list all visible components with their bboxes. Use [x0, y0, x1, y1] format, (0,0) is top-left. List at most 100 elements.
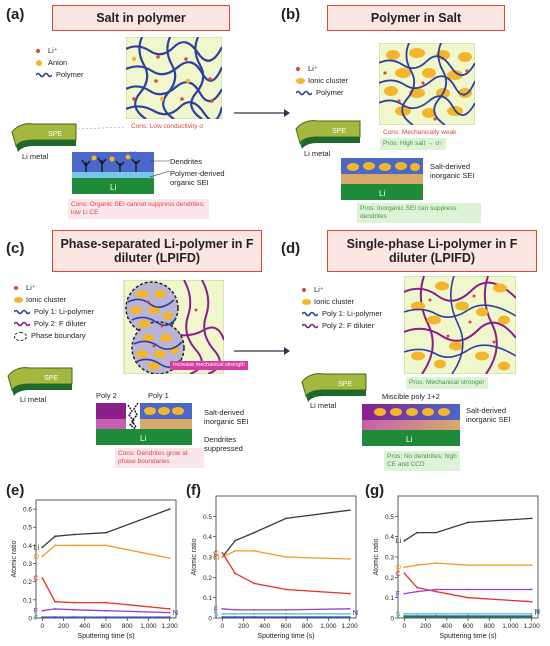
- data-point: [221, 613, 224, 615]
- data-point: [530, 616, 533, 618]
- panel-b-cons-top: Cons: Mechanically weak: [383, 129, 457, 136]
- y-tick-label: 0.1: [203, 595, 212, 602]
- panel-a-zoom-lines: [78, 127, 139, 158]
- panel-a-polymer-network: [126, 37, 222, 119]
- x-tick-label: 200: [238, 623, 249, 630]
- data-point: [403, 566, 406, 569]
- panel-a-sei: Polymer-derived organic SEI: [170, 169, 225, 187]
- data-point: [234, 539, 236, 542]
- y-tick-label: 0.4: [23, 543, 32, 550]
- series-label-li: Li: [213, 553, 219, 562]
- y-axis-label: Atomic ratio: [191, 538, 198, 575]
- panel-a-legend: Li⁺ Anion Polymer: [36, 45, 84, 81]
- series-label-f: F: [395, 589, 400, 598]
- data-point: [41, 609, 44, 612]
- x-tick-label: 200: [58, 623, 69, 630]
- data-point: [105, 609, 107, 612]
- x-tick-label: 800: [302, 623, 313, 630]
- data-point: [73, 608, 76, 611]
- series-label-c: C: [395, 569, 401, 578]
- series-label-p: P: [535, 608, 540, 617]
- data-point: [41, 616, 44, 618]
- x-axis-label: Sputtering time (s): [77, 633, 134, 640]
- data-point: [54, 600, 56, 603]
- data-point: [253, 613, 256, 615]
- y-axis-label: Atomic ratio: [373, 538, 380, 575]
- x-tick-label: 1,200: [161, 623, 178, 630]
- x-tick-label: 400: [79, 623, 90, 630]
- data-point: [467, 564, 469, 567]
- y-tick-label: 0.1: [385, 595, 394, 602]
- x-tick-label: 600: [463, 623, 474, 630]
- data-point: [41, 555, 44, 558]
- ionic-cluster-icon: [302, 299, 311, 305]
- data-point: [416, 586, 418, 589]
- data-point: [530, 600, 533, 603]
- y-tick-label: 0.4: [385, 534, 394, 541]
- series-label-s: S: [33, 613, 38, 622]
- data-point: [467, 588, 469, 591]
- panel-a-pointer-lines: [150, 160, 171, 178]
- data-point: [168, 616, 171, 618]
- y-tick-label: 0.2: [203, 575, 212, 582]
- panel-b-pros-bottom: Pros: Inorganic SEI can suppress dendrit…: [357, 203, 481, 223]
- panel-c-title: Phase-separated Li-polymer in F diluter …: [52, 230, 262, 272]
- data-point: [253, 550, 256, 552]
- panel-c-dendrites: Dendrites suppressed: [204, 435, 243, 453]
- panel-b-label: (b): [281, 6, 301, 23]
- y-tick-label: 0.3: [203, 555, 212, 562]
- data-point: [73, 533, 76, 536]
- panel-b-li-metal: Li metal: [304, 149, 331, 158]
- data-point: [285, 517, 287, 520]
- spe-label: SPE: [332, 128, 346, 135]
- panel-d-li-metal: Li metal: [310, 401, 337, 410]
- panel-b-spe-layer: SPE: [295, 120, 361, 149]
- data-point: [105, 616, 107, 618]
- chart-f-label: (f): [186, 482, 201, 499]
- chart-e-label: (e): [6, 482, 25, 499]
- x-tick-label: 1,000: [502, 623, 519, 630]
- data-point: [221, 616, 224, 618]
- y-tick-label: 0.1: [23, 597, 32, 604]
- y-tick-label: 0: [390, 616, 394, 623]
- data-point: [435, 616, 438, 618]
- series-label-o: O: [395, 563, 401, 572]
- data-point: [530, 588, 533, 591]
- series-label-n: N: [173, 608, 178, 617]
- x-tick-label: 1,000: [140, 623, 157, 630]
- li-label: Li: [140, 434, 146, 443]
- data-point: [403, 616, 406, 618]
- x-tick-label: 1,200: [523, 623, 540, 630]
- data-point: [435, 590, 438, 593]
- panel-c-spe-layer: SPE: [7, 367, 73, 396]
- panel-d-network: [404, 276, 516, 374]
- y-tick-label: 0.5: [23, 525, 32, 532]
- panel-b-pros-top: Pros: High salt → σ↑: [380, 138, 446, 150]
- panel-c-li-metal: Li metal: [20, 395, 47, 404]
- data-point: [221, 552, 224, 554]
- li-label: Li: [379, 189, 385, 198]
- x-tick-label: 600: [101, 623, 112, 630]
- series-label-o: O: [213, 553, 219, 562]
- data-point: [73, 601, 76, 604]
- x-axis-label: Sputtering time (s): [257, 633, 314, 640]
- data-point: [403, 613, 406, 615]
- x-axis-label: Sputtering time (s): [439, 633, 496, 640]
- x-tick-label: 800: [484, 623, 495, 630]
- data-point: [285, 608, 287, 611]
- data-point: [168, 557, 171, 559]
- data-point: [416, 590, 418, 593]
- data-point: [234, 613, 236, 615]
- panel-a-spe-layer: SPE: [11, 123, 77, 152]
- arrow1-icon: [234, 109, 290, 117]
- y-tick-label: 0: [208, 616, 212, 623]
- data-point: [403, 592, 406, 595]
- ionic-cluster-icon: [14, 297, 23, 303]
- x-tick-label: 600: [281, 623, 292, 630]
- series-line-li: [41, 508, 170, 548]
- data-point: [435, 562, 438, 564]
- x-tick-label: 1,200: [341, 623, 358, 630]
- data-point: [348, 616, 351, 618]
